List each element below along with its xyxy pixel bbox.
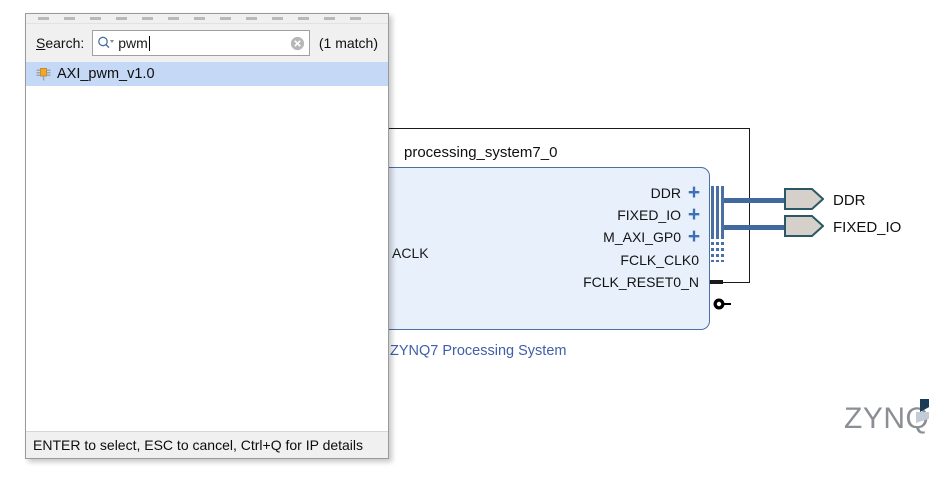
- search-input[interactable]: pwm: [92, 30, 310, 56]
- port-row-ddr[interactable]: DDR +: [651, 182, 703, 204]
- port-row-fixed-io[interactable]: FIXED_IO +: [617, 204, 703, 226]
- external-port-ddr[interactable]: [784, 188, 824, 210]
- port-label-m-axi-gp0: M_AXI_GP0: [603, 229, 681, 245]
- interface-bundle-ddr: [710, 186, 726, 216]
- port-label-fclk-clk0: FCLK_CLK0: [620, 252, 699, 268]
- feedback-wire-right: [749, 128, 750, 283]
- expand-plus-icon-m-axi-gp0[interactable]: +: [687, 225, 701, 248]
- port-label-ddr: DDR: [650, 185, 681, 201]
- port-row-fclk-reset0-n[interactable]: FCLK_RESET0_N: [583, 271, 703, 293]
- fclk-reset0-n-pin-icon: [713, 297, 731, 310]
- external-port-label-fixed-io: FIXED_IO: [833, 219, 902, 236]
- expand-plus-icon-ddr[interactable]: +: [687, 181, 701, 204]
- feedback-wire-bottom: [705, 282, 750, 283]
- search-bar: Search: pwm (1 match): [26, 24, 388, 62]
- external-port-fixed-io[interactable]: [784, 215, 824, 237]
- list-item-label: AXI_pwm_v1.0: [57, 66, 155, 82]
- popup-drag-grip[interactable]: [26, 14, 388, 24]
- search-icon[interactable]: [97, 35, 115, 51]
- search-label: Search:: [36, 35, 85, 51]
- popup-status-bar: ENTER to select, ESC to cancel, Ctrl+Q f…: [26, 431, 388, 458]
- drag-grip-icon: [38, 17, 376, 20]
- zynq-logo-swoosh: [916, 412, 929, 423]
- search-input-value: pwm: [118, 35, 148, 51]
- wire-fixed-io: [724, 225, 784, 230]
- external-port-label-ddr: DDR: [833, 192, 866, 209]
- zynq-logo-text: ZYNQ: [844, 402, 929, 435]
- zynq-logo: ZYNQ .: [844, 399, 929, 441]
- port-label-fixed-io: FIXED_IO: [617, 207, 681, 223]
- block-type-label: ZYNQ7 Processing System: [390, 343, 567, 359]
- zynq-logo-triangle: [920, 399, 929, 412]
- ip-core-icon: [34, 65, 52, 83]
- port-label-aclk: ACLK: [392, 245, 429, 261]
- expand-plus-icon-fixed-io[interactable]: +: [687, 203, 701, 226]
- port-row-fclk-clk0[interactable]: FCLK_CLK0: [620, 249, 703, 271]
- match-count-label: (1 match): [318, 35, 378, 51]
- interface-bundle-m-axi-gp0: [710, 236, 726, 262]
- block-instance-name: processing_system7_0: [404, 144, 558, 161]
- wire-ddr: [724, 198, 784, 203]
- processing-system7-block[interactable]: ZYNQ . DDR + FIXED_IO + M_AXI_GP0 + FCLK…: [388, 167, 929, 435]
- interface-bundle-fixed-io: [710, 209, 726, 239]
- clear-x-icon[interactable]: [290, 36, 305, 51]
- fclk-clk0-wire-stub: [705, 280, 723, 284]
- ip-results-list[interactable]: AXI_pwm_v1.0: [26, 62, 388, 431]
- port-row-m-axi-gp0[interactable]: M_AXI_GP0 +: [603, 226, 703, 248]
- ip-search-popup[interactable]: Search: pwm (1 match): [25, 13, 389, 459]
- port-label-fclk-reset0-n: FCLK_RESET0_N: [583, 274, 699, 290]
- list-item[interactable]: AXI_pwm_v1.0: [26, 62, 388, 86]
- text-caret: [148, 35, 150, 51]
- feedback-wire-top: [388, 128, 750, 129]
